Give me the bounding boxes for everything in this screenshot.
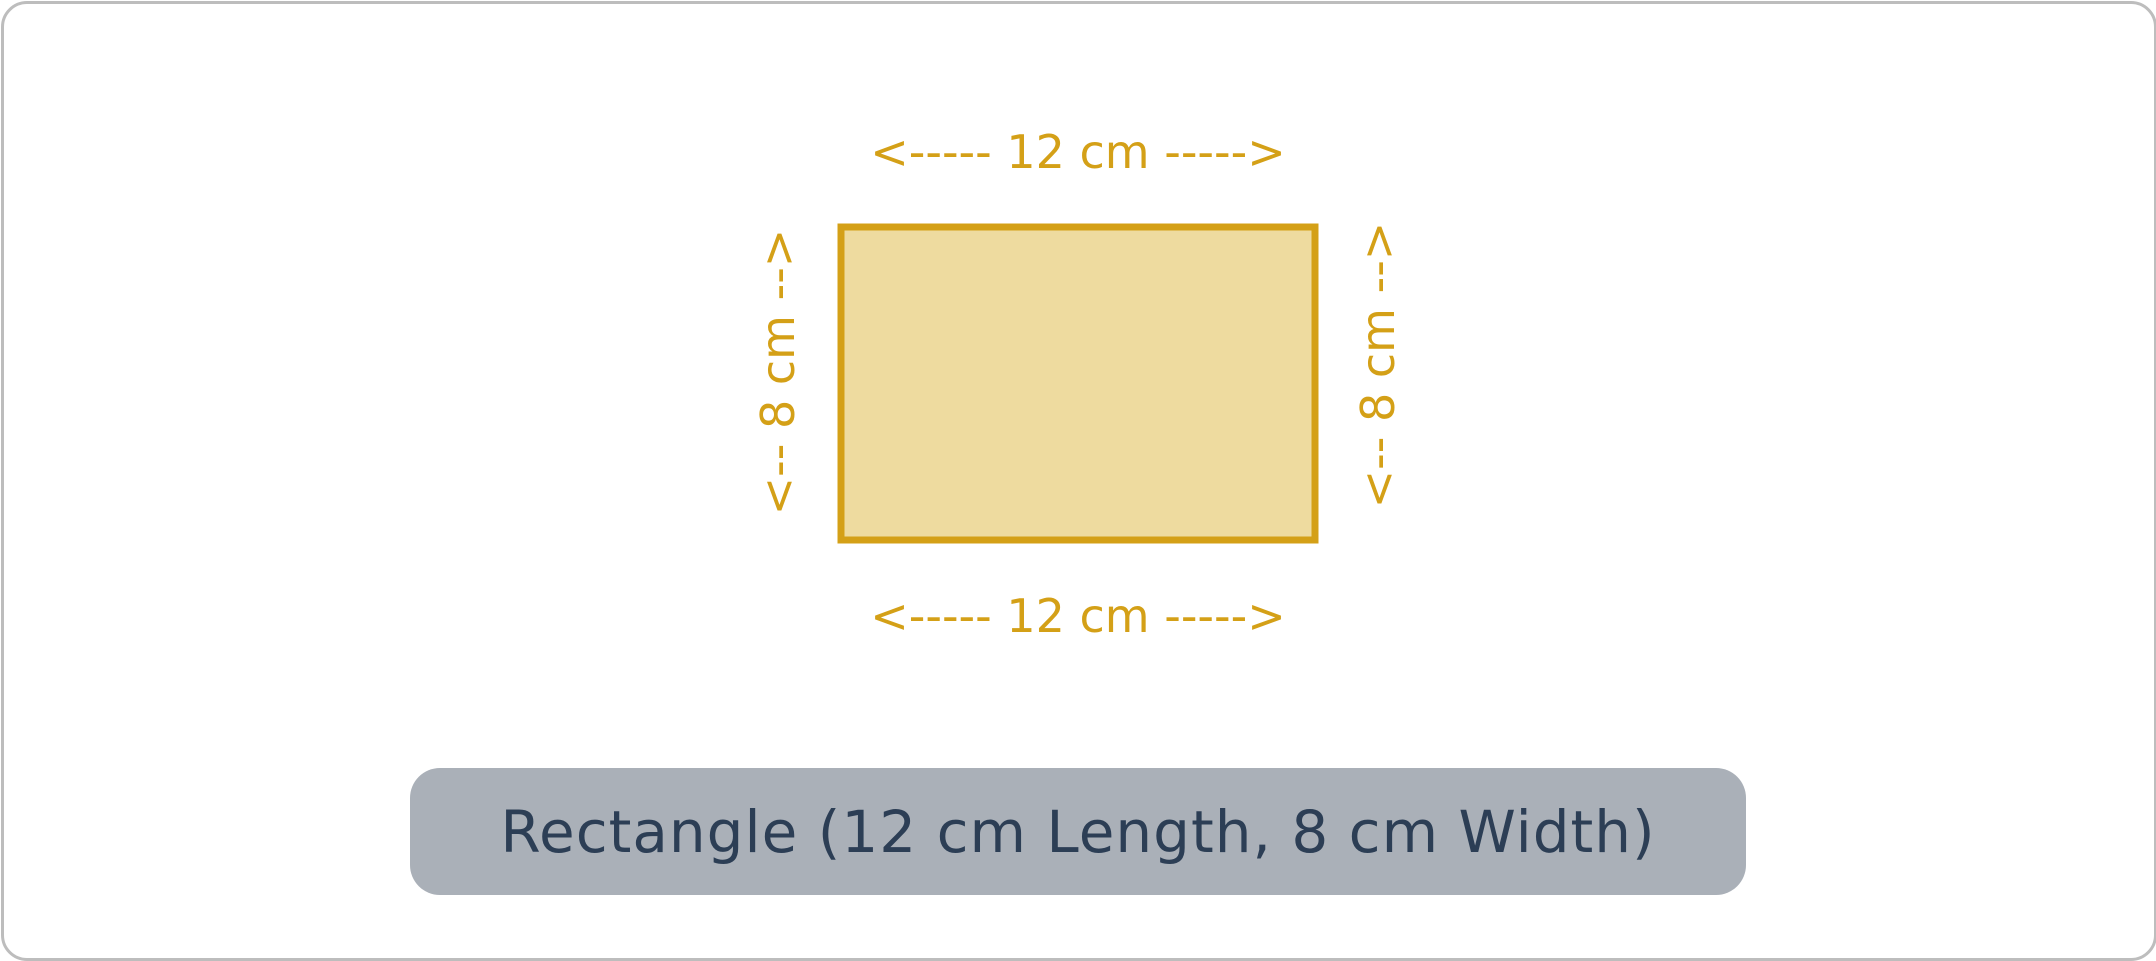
caption-box: Rectangle (12 cm Length, 8 cm Width) [410,768,1746,895]
bottom-length-label: <----- 12 cm -----> [870,589,1286,643]
right-width-label: <-- 8 cm --> [1351,222,1405,509]
top-length-label: <----- 12 cm -----> [870,125,1286,179]
caption-text: Rectangle (12 cm Length, 8 cm Width) [500,797,1656,866]
rectangle-shape [837,223,1319,544]
left-width-label: <-- 8 cm --> [751,229,805,516]
